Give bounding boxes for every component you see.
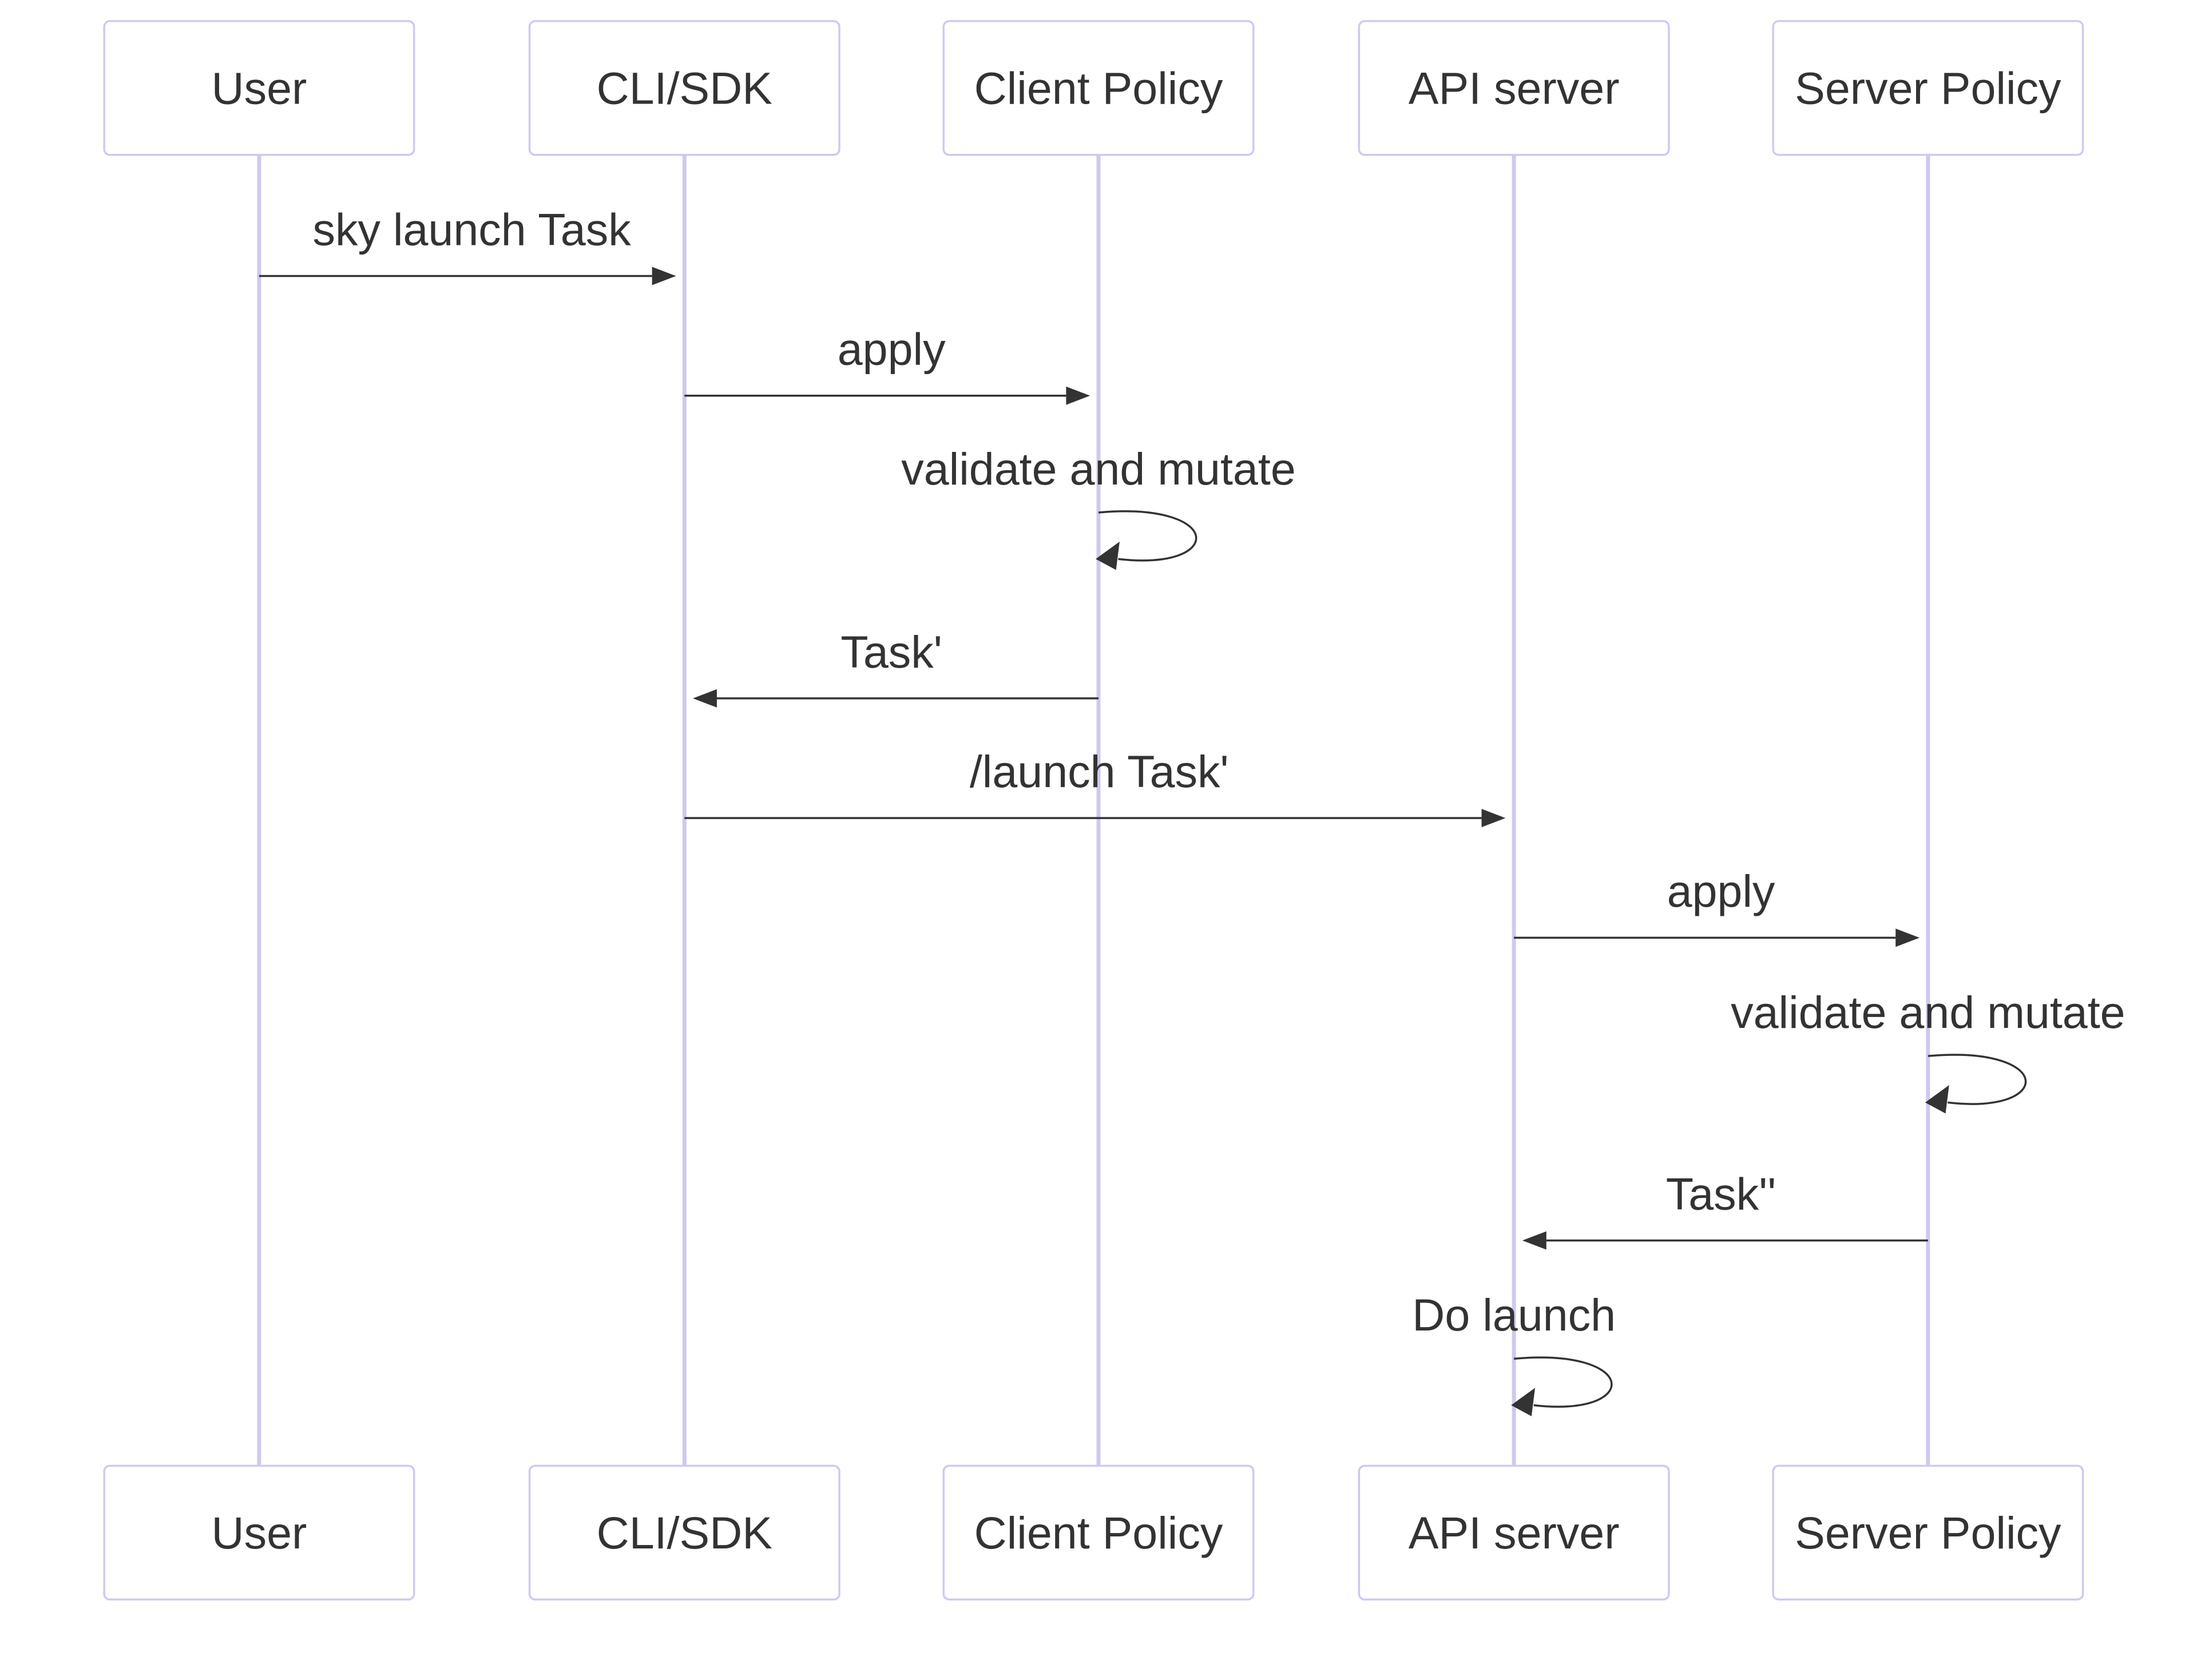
actor-label: Server Policy bbox=[1795, 62, 2061, 113]
message-7: validate and mutate bbox=[1731, 987, 2125, 1114]
arrow-head bbox=[1511, 1388, 1536, 1416]
actor-label: Client Policy bbox=[974, 62, 1223, 113]
actor-user-bottom: User bbox=[103, 1464, 415, 1601]
lifelines bbox=[257, 154, 1930, 1466]
message-3: validate and mutate bbox=[901, 443, 1296, 570]
actor-box bbox=[103, 20, 415, 156]
message-label: validate and mutate bbox=[1731, 987, 2125, 1038]
self-loop-line bbox=[1513, 1356, 1613, 1408]
actor-box bbox=[1358, 20, 1670, 156]
actor-box bbox=[528, 1464, 840, 1601]
arrow-head bbox=[1522, 1231, 1546, 1250]
actor-server_policy-bottom: Server Policy bbox=[1772, 1464, 2084, 1601]
actor-label: CLI/SDK bbox=[597, 1507, 772, 1558]
message-1: sky launch Task bbox=[259, 204, 676, 285]
arrow-head bbox=[1895, 928, 1920, 947]
actor-user-top: User bbox=[103, 20, 415, 156]
actor-client_policy-top: Client Policy bbox=[942, 20, 1255, 156]
actors-bottom: User CLI/SDK Client Policy API server Server… bbox=[103, 1464, 2084, 1601]
message-label: validate and mutate bbox=[901, 443, 1296, 494]
actor-client_policy-bottom: Client Policy bbox=[942, 1464, 1255, 1601]
arrow-head bbox=[652, 267, 676, 285]
self-loop-line bbox=[1098, 510, 1197, 562]
arrow-head bbox=[1481, 809, 1506, 828]
message-6: apply bbox=[1514, 865, 1920, 947]
self-loop-line bbox=[1928, 1054, 2027, 1105]
message-label: Task' bbox=[840, 626, 942, 677]
actor-cli-bottom: CLI/SDK bbox=[528, 1464, 840, 1601]
actor-server_policy-top: Server Policy bbox=[1772, 20, 2084, 156]
message-label: apply bbox=[838, 324, 946, 375]
message-label: /launch Task' bbox=[970, 746, 1229, 797]
message-8: Task'' bbox=[1522, 1168, 1928, 1250]
message-5: /launch Task' bbox=[684, 746, 1506, 828]
arrow-head bbox=[693, 689, 717, 708]
actor-label: Client Policy bbox=[974, 1507, 1223, 1558]
arrow-head bbox=[1096, 541, 1120, 570]
actor-api-bottom: API server bbox=[1358, 1464, 1670, 1601]
message-label: apply bbox=[1667, 865, 1775, 916]
message-4: Task' bbox=[693, 626, 1098, 708]
message-9: Do launch bbox=[1412, 1289, 1616, 1416]
actor-label: API server bbox=[1409, 1507, 1620, 1558]
arrow-head bbox=[1925, 1085, 1949, 1114]
actor-label: CLI/SDK bbox=[597, 62, 772, 113]
actor-box bbox=[1772, 20, 2084, 156]
actors-top: User CLI/SDK Client Policy API server Server… bbox=[103, 20, 2084, 156]
actor-label: Server Policy bbox=[1795, 1507, 2061, 1558]
message-label: sky launch Task bbox=[313, 204, 632, 255]
actor-label: API server bbox=[1409, 62, 1620, 113]
actor-box bbox=[942, 1464, 1255, 1601]
message-label: Task'' bbox=[1666, 1168, 1776, 1219]
actor-label: User bbox=[212, 62, 307, 113]
message-label: Do launch bbox=[1412, 1289, 1616, 1340]
actor-box bbox=[1772, 1464, 2084, 1601]
arrow-head bbox=[1066, 386, 1090, 405]
actor-cli-top: CLI/SDK bbox=[528, 20, 840, 156]
actor-box bbox=[1358, 1464, 1670, 1601]
message-2: apply bbox=[684, 324, 1090, 405]
actor-box bbox=[942, 20, 1255, 156]
actor-box bbox=[528, 20, 840, 156]
actor-box bbox=[103, 1464, 415, 1601]
actor-label: User bbox=[212, 1507, 307, 1558]
actor-api-top: API server bbox=[1358, 20, 1670, 156]
